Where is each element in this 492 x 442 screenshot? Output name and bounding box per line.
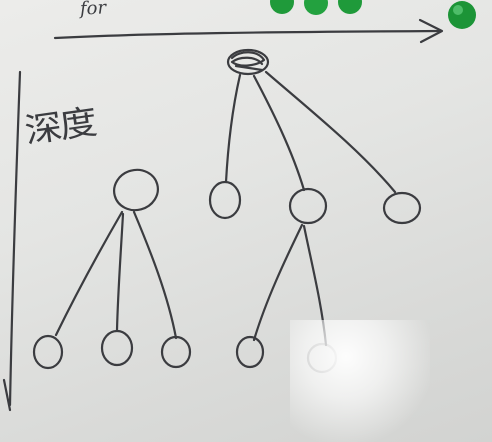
root-edges — [224, 70, 397, 194]
magnets — [270, 0, 476, 29]
leaf-node — [100, 329, 134, 367]
magnet-icon — [270, 0, 294, 14]
right-child-node — [382, 191, 422, 225]
left-child-node — [113, 168, 159, 212]
leaf-node — [32, 334, 64, 370]
left-child-edges — [54, 210, 178, 340]
middle-left-child-node — [208, 180, 242, 220]
horizontal-arrow — [53, 18, 444, 44]
magnet-icon — [448, 1, 476, 29]
leaf-node — [306, 342, 338, 374]
root-node — [226, 48, 270, 76]
level-1-nodes — [113, 168, 422, 225]
middle-child-node — [288, 187, 328, 225]
leaf-node — [160, 335, 192, 369]
magnet-highlight — [453, 5, 463, 15]
horizontal-label: for — [79, 0, 107, 20]
magnet-icon — [304, 0, 328, 15]
leaf-node — [235, 335, 265, 369]
magnet-icon — [338, 0, 362, 14]
vertical-arrow — [2, 70, 22, 412]
leaf-nodes — [32, 329, 338, 374]
vertical-label: 深度 — [22, 102, 98, 152]
middle-child-edges — [252, 223, 328, 347]
